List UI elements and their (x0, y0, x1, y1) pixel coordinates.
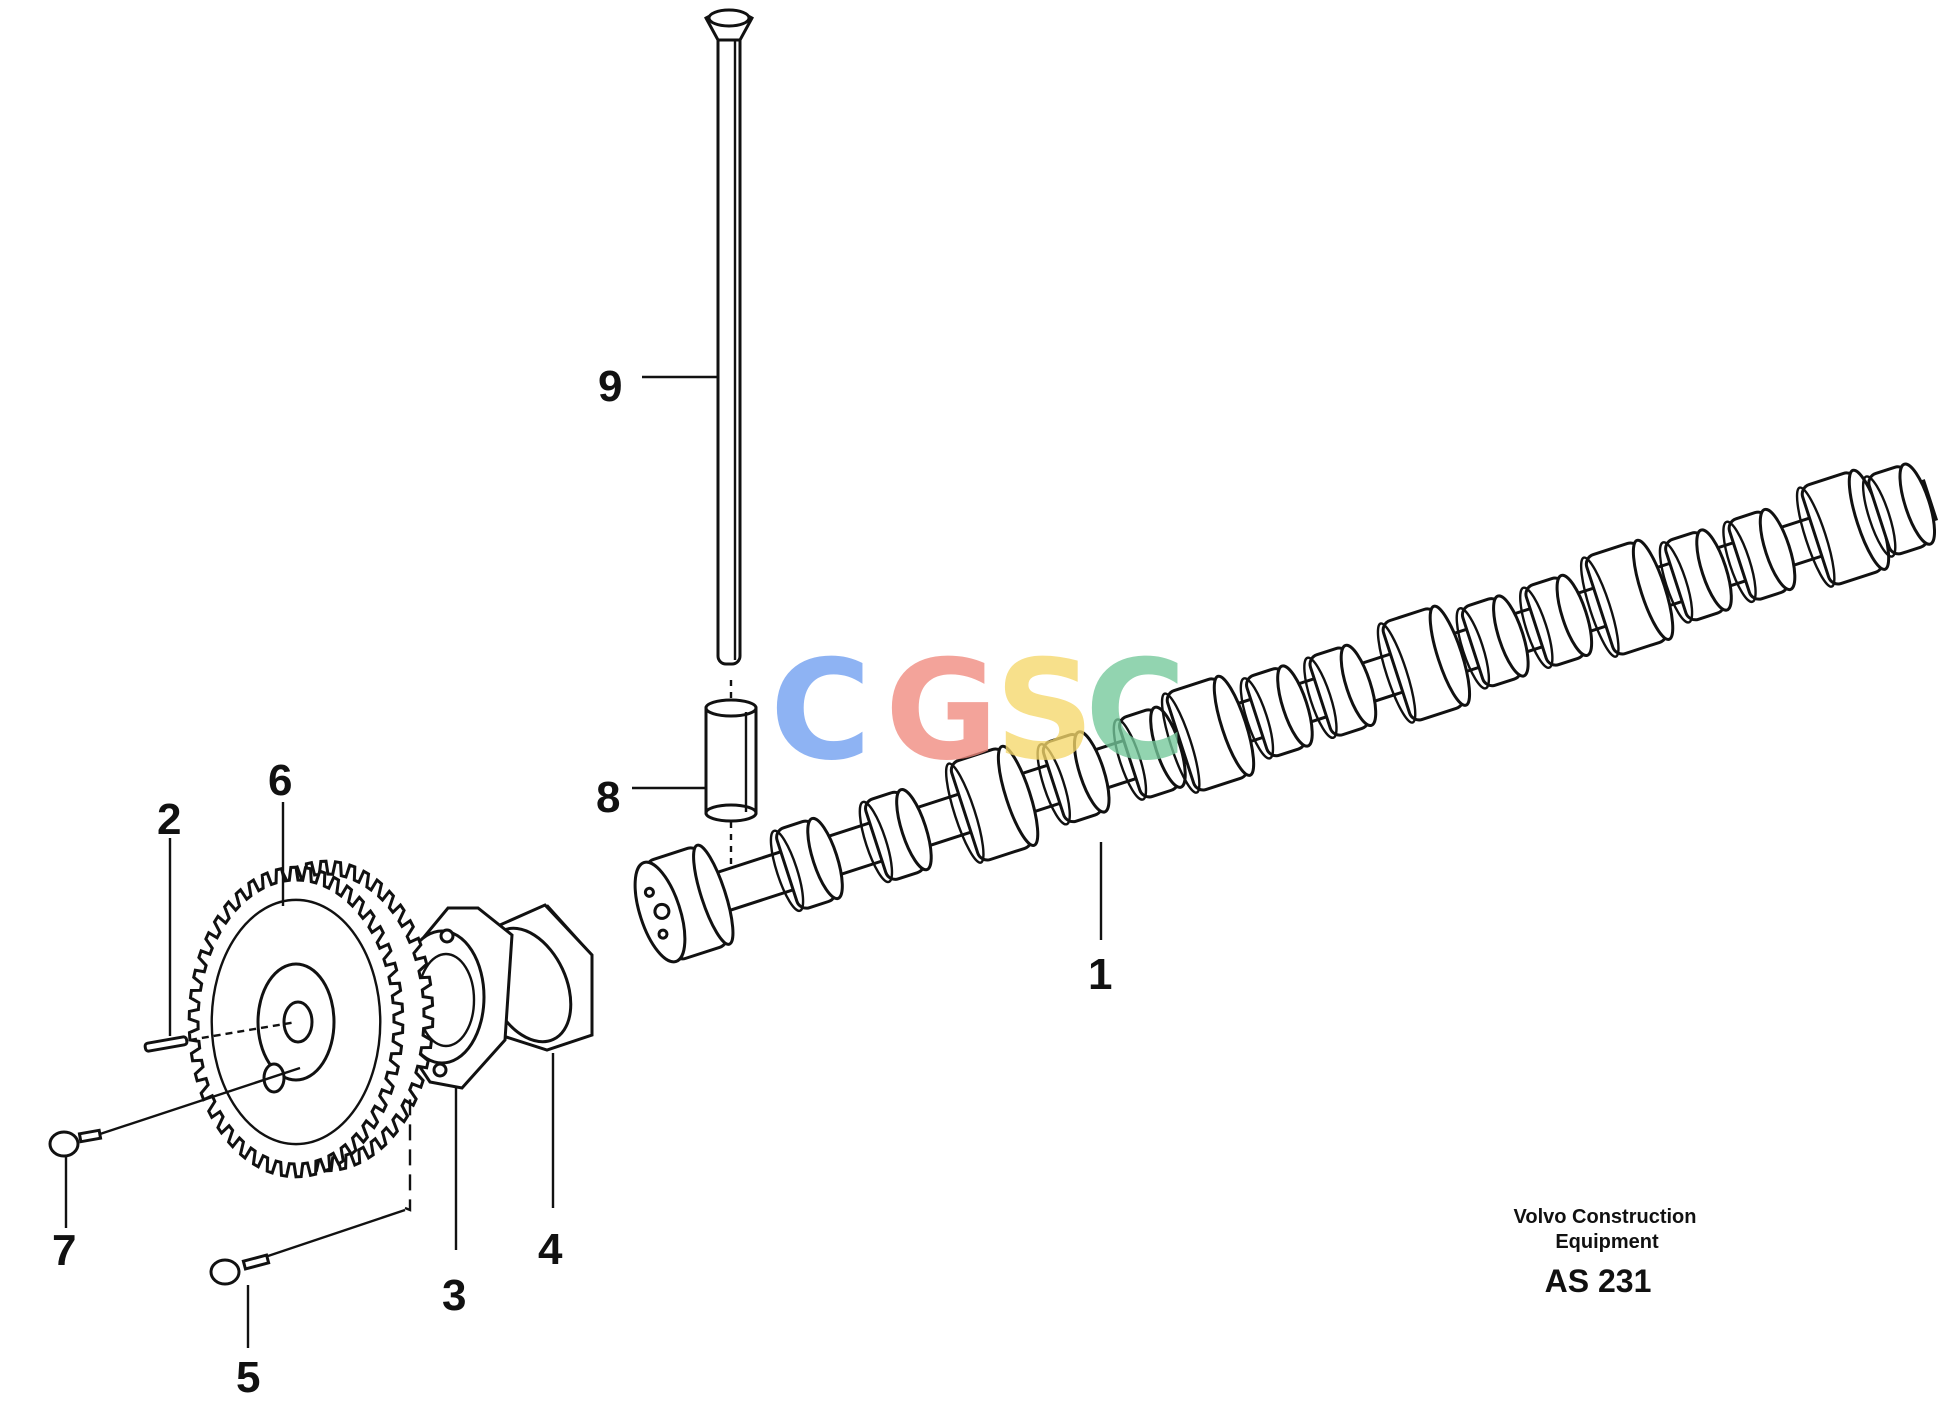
callout-9: 9 (598, 362, 622, 411)
watermark-letter-4: C (1085, 630, 1186, 791)
callout-1: 1 (1088, 950, 1112, 999)
flange-screw (209, 1090, 412, 1286)
callout-3: 3 (442, 1271, 466, 1320)
drawing-code: AS 231 (1545, 1263, 1652, 1299)
push-rod (703, 8, 755, 666)
callout-2: 2 (157, 795, 181, 844)
callout-5: 5 (236, 1353, 260, 1402)
watermark-letter-1: C (770, 630, 871, 791)
watermark-letter-2: G (885, 630, 998, 791)
camshaft-gear (187, 859, 435, 1179)
cgsc-watermark: C G S C (770, 630, 1186, 791)
watermark-letter-3: S (995, 630, 1094, 791)
callout-8: 8 (596, 773, 620, 822)
credit-line-1: Volvo Construction (1514, 1206, 1697, 1228)
callout-7: 7 (52, 1226, 76, 1275)
credit-line-2: Equipment (1555, 1231, 1659, 1253)
callout-6: 6 (268, 756, 292, 805)
callout-4: 4 (538, 1225, 563, 1274)
camshaft (633, 462, 1939, 964)
pin (143, 1035, 189, 1053)
gear-screw (48, 1066, 301, 1158)
valve-tappet (704, 680, 758, 880)
